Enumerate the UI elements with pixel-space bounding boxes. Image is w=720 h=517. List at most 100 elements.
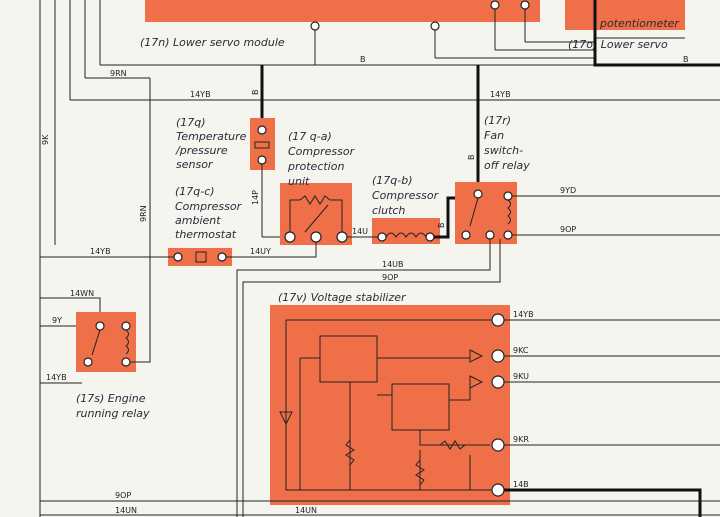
fan-relay-terminal [473,189,483,199]
protection-label-1: (17 q-a) [288,130,332,143]
lower-servo-ref-label: (17o) Lower servo [568,38,668,51]
wire-label-b-relay: B [467,155,476,161]
thick-b-wire-right [593,0,720,67]
wire-label-14yb: 14YB [190,90,211,99]
wire-14ub [236,239,491,517]
fan-relay-terminal [485,230,495,240]
fan-relay-terminal [503,191,513,201]
protection-wire-a [289,199,300,237]
stabilizer-bus-bottom [285,320,494,491]
fan-relay-label-1: (17r) [484,114,511,127]
fan-relay-label-4: off relay [484,159,530,172]
fan-relay-label-3: switch- [484,144,523,157]
voltage-stabilizer-label: (17v) Voltage stabilizer [278,291,407,304]
stabilizer-terminal-9kr [491,438,505,452]
protection-label-2: Compressor [288,145,356,158]
wire-label-14yb-thermostat: 14YB [90,247,111,256]
engine-relay-switch [91,329,101,356]
wire-label-14p: 14P [251,190,260,205]
protection-terminal [336,231,348,243]
thermostat-label-3: ambient [175,214,221,227]
thermostat-label-1: (17q-c) [175,185,215,198]
protection-label-3: protection [287,160,344,173]
protection-resistor [299,195,331,205]
fan-relay-terminal [503,230,513,240]
clutch-label-3: clutch [372,204,405,217]
stabilizer-diode-kc [469,349,484,363]
servo-terminal [520,0,530,10]
wire-label-14un: 14UN [115,506,137,515]
potentiometer-label: potentiometer [599,17,680,30]
thermostat-terminal [217,252,227,262]
clutch-terminal [425,232,435,242]
sensor-terminal [257,155,267,165]
sensor-element [254,141,270,149]
engine-relay-terminal [83,357,93,367]
protection-terminal [284,231,296,243]
wire-label-14ub: 14UB [382,260,404,269]
wire-label-9rn: 9RN [110,69,127,78]
wire-label-14yb-engine: 14YB [46,373,67,382]
potentiometer-block [565,0,685,30]
stabilizer-terminal-14yb [491,313,505,327]
engine-relay-label-1: (17s) Engine [76,392,146,405]
wire-label-9y: 9Y [52,316,62,325]
clutch-coil [385,232,427,238]
wire-9op-mid [242,239,501,517]
protection-terminal [310,231,322,243]
wire-label-9rn-vertical: 9RN [139,205,148,222]
wire-label-14b: 14B [513,480,529,489]
clutch-label-1: (17q-b) [372,174,413,187]
wire-label-14uy: 14UY [250,247,271,256]
clutch-terminal [377,232,387,242]
clutch-label-2: Compressor [372,189,440,202]
stabilizer-ic-a [319,335,378,383]
temp-sensor-label-3: /pressure [175,144,228,157]
servo-terminal [490,0,500,10]
servo-terminal [430,21,440,31]
wire-label-14wn: 14WN [70,289,94,298]
engine-relay-coil [125,329,129,355]
servo-terminal [310,21,320,31]
fan-relay-label-2: Fan [484,129,504,142]
wire-label-9k: 9K [41,134,50,145]
wire-label-14yb-out: 14YB [513,310,534,319]
protection-label-4: unit [288,175,310,188]
protection-switch [304,204,329,233]
wire-label-b-right: B [683,55,689,64]
protection-wire-b [330,199,343,237]
wire-label-b-sensor: B [251,90,260,96]
wire-14wn [40,297,101,314]
wire-14uy [226,242,317,258]
lower-servo-module-label: (17n) Lower servo module [140,36,285,49]
stabilizer-wire [419,430,490,446]
wire-label-b: B [360,55,366,64]
engine-relay-label-2: running relay [76,407,150,420]
engine-relay-terminal [121,321,131,331]
wire-label-9kc: 9KC [513,346,529,355]
stabilizer-resistor [439,440,466,450]
engine-relay-terminal [95,321,105,331]
sensor-terminal [257,125,267,135]
temp-sensor-label-1: (17q) [176,116,206,129]
stabilizer-resistor-v [415,459,425,486]
stabilizer-terminal-9kc [491,349,505,363]
thermostat-label-4: thermostat [175,228,237,241]
temp-sensor-label-4: sensor [176,158,214,171]
voltage-stabilizer-block [270,305,510,505]
fan-relay-switch [469,197,479,227]
stabilizer-terminal-9ku [491,375,505,389]
stabilizer-diode-ku [469,375,484,389]
wire-label-b-clutch: B [437,223,446,229]
thermostat-element [195,251,207,263]
engine-relay-terminal [121,357,131,367]
fan-relay-coil [507,199,511,225]
stabilizer-terminal-14b [491,483,505,497]
temp-sensor-label-2: Temperature [176,130,247,143]
stabilizer-resistor-v2 [345,439,355,466]
lower-servo-module-block [145,0,540,22]
wire-label-9ku: 9KU [513,372,529,381]
wire-label-9yd: 9YD [560,186,576,195]
thermostat-label-2: Compressor [175,200,243,213]
